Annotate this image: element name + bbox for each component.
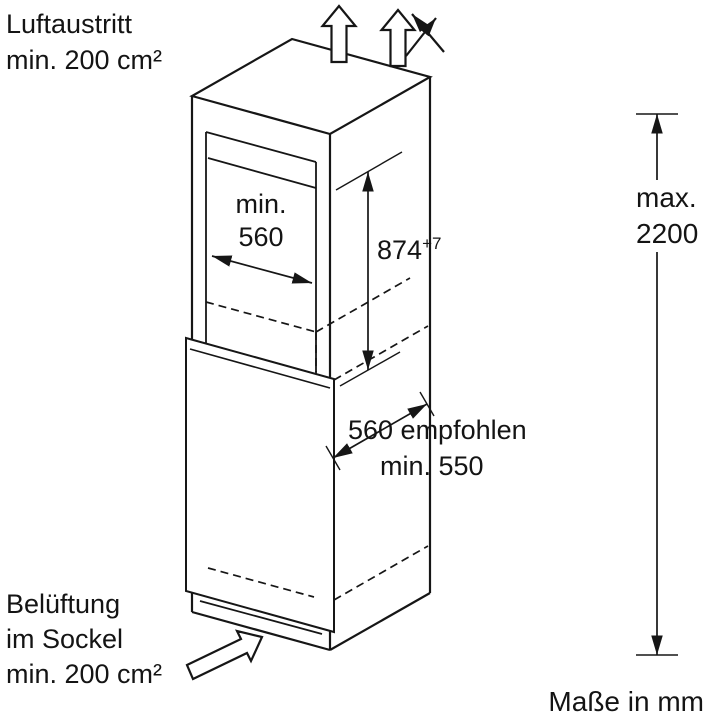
dim-niche-height-tick-top <box>335 151 403 191</box>
max-height-prefix: max. <box>636 182 697 213</box>
plinth <box>199 600 323 635</box>
niche-opening-top-edge <box>205 131 317 163</box>
lower-door <box>185 336 335 634</box>
niche-height-tolerance: +7 <box>422 234 442 253</box>
air-outlet-label: Luftaustritt min. 200 cm² <box>6 6 162 78</box>
base-vent-label-line2: im Sockel <box>6 624 124 654</box>
dim-niche-width <box>211 255 313 284</box>
units-note: Maße in mm <box>548 686 704 717</box>
air-outlet-arrow-right-icon <box>379 8 417 68</box>
depth-minimum: min. 550 <box>380 451 484 481</box>
hidden-shelf-back-edge <box>205 301 317 333</box>
door-front-panel <box>185 336 335 634</box>
max-height-dimension-label: max. 2200 <box>633 180 702 252</box>
dim-depth-arrow <box>332 403 428 459</box>
hidden-bottom-depth-edge <box>333 545 429 601</box>
cabinet-bottom-front-edge <box>191 610 331 652</box>
hidden-doortop-depth-edge <box>333 325 429 381</box>
air-outlet-label-line1: Luftaustritt <box>6 9 133 39</box>
air-deflect-arrow-1 <box>405 17 437 57</box>
niche-width-dimension-label: min. 560 <box>206 188 316 254</box>
hidden-bottom-back-edge <box>207 567 315 598</box>
max-height-value: 2200 <box>636 218 699 249</box>
depth-dimension-label: 560 empfohlen min. 550 <box>348 412 527 484</box>
base-vent-label-line1: Belüftung <box>6 589 121 619</box>
base-vent-label: Belüftung im Sockel min. 200 cm² <box>6 587 162 692</box>
dim-depth-tick-front <box>325 445 341 471</box>
dim-niche-height <box>335 151 403 387</box>
niche-width-prefix: min. <box>235 189 287 219</box>
dim-niche-height-tick-bottom <box>339 351 401 387</box>
dim-depth <box>325 391 435 471</box>
niche-ceiling-back-edge <box>207 157 317 189</box>
cabinet-bottom-right-edge <box>329 592 431 651</box>
base-vent-label-line3: min. 200 cm² <box>6 659 163 689</box>
niche-height-value: 874 <box>377 235 423 265</box>
air-outlet-arrow-left-icon <box>320 4 358 64</box>
niche-width-value: 560 <box>238 222 284 252</box>
air-deflect-arrow-2 <box>411 13 445 53</box>
air-outlet-label-line2: min. 200 cm² <box>6 45 163 75</box>
base-airflow-arrow-icon <box>185 629 264 681</box>
door-top-inner-line <box>189 348 331 389</box>
dim-depth-tick-back <box>419 391 435 417</box>
air-deflect-arrows-icon <box>405 13 445 57</box>
socket-recess-edge <box>199 600 323 635</box>
niche-height-dimension-label: 874+7 <box>377 226 441 268</box>
air-outlet-arrows <box>320 4 445 68</box>
dim-niche-width-arrow <box>211 255 313 284</box>
depth-recommended: 560 empfohlen <box>348 415 527 445</box>
